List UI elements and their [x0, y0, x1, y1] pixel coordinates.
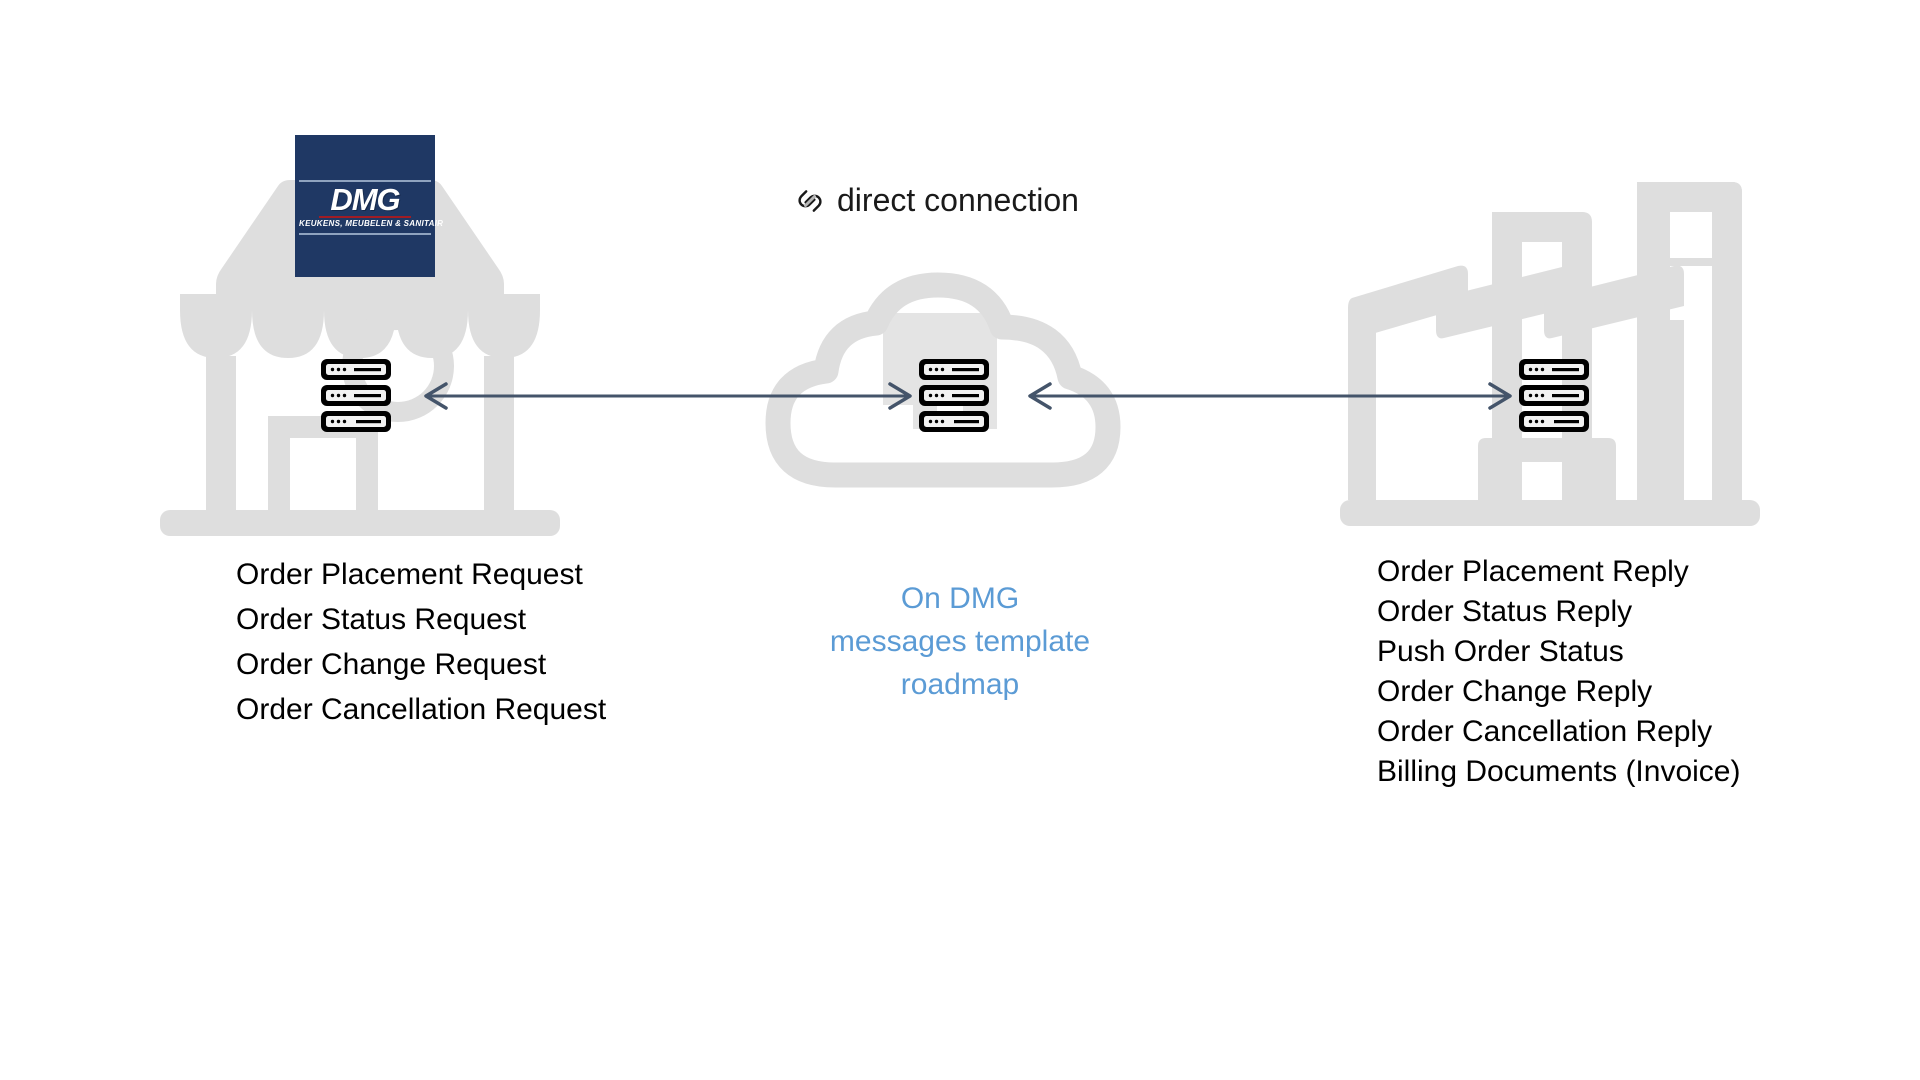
- direct-connection-text: direct connection: [837, 182, 1079, 218]
- list-item: Order Status Request: [236, 603, 527, 636]
- dmg-tagline: KEUKENS, MEUBELEN & SANITAIR: [299, 219, 444, 228]
- server-rack-icon-cloud: [919, 359, 989, 432]
- bidirectional-arrow-cloud-to-factory: [1028, 382, 1512, 410]
- caption-line: roadmap: [900, 668, 1020, 701]
- dmg-wordmark: DMG: [330, 182, 400, 217]
- direct-connection-label: direct connection: [793, 182, 1079, 219]
- list-item: Billing Documents (Invoice): [1377, 755, 1741, 788]
- caption-line: On DMG: [900, 582, 1020, 615]
- link-icon: [798, 189, 822, 212]
- dmg-logo: DMG KEUKENS, MEUBELEN & SANITAIR: [295, 135, 444, 277]
- caption-line: messages template: [829, 625, 1091, 658]
- server-rack-icon-store: [321, 359, 391, 432]
- right-message-list: Order Placement Reply Order Status Reply…: [1377, 552, 1740, 792]
- server-rack-icon-factory: [1519, 359, 1589, 432]
- list-item: Order Cancellation Reply: [1377, 715, 1713, 748]
- list-item: Order Status Reply: [1377, 595, 1633, 628]
- list-item: Order Change Request: [236, 648, 547, 681]
- list-item: Push Order Status: [1377, 635, 1624, 668]
- list-item: Order Change Reply: [1377, 675, 1653, 708]
- dmg-logo-band: DMG KEUKENS, MEUBELEN & SANITAIR: [299, 180, 444, 235]
- factory-icon: [1340, 182, 1760, 526]
- list-item: Order Placement Reply: [1377, 555, 1689, 588]
- dmg-logo-rule: [319, 216, 411, 218]
- center-caption: On DMG messages template roadmap: [760, 577, 1160, 706]
- bidirectional-arrow-store-to-cloud: [424, 382, 912, 410]
- left-message-list: Order Placement Request Order Status Req…: [236, 552, 606, 732]
- list-item: Order Placement Request: [236, 558, 583, 591]
- list-item: Order Cancellation Request: [236, 693, 607, 726]
